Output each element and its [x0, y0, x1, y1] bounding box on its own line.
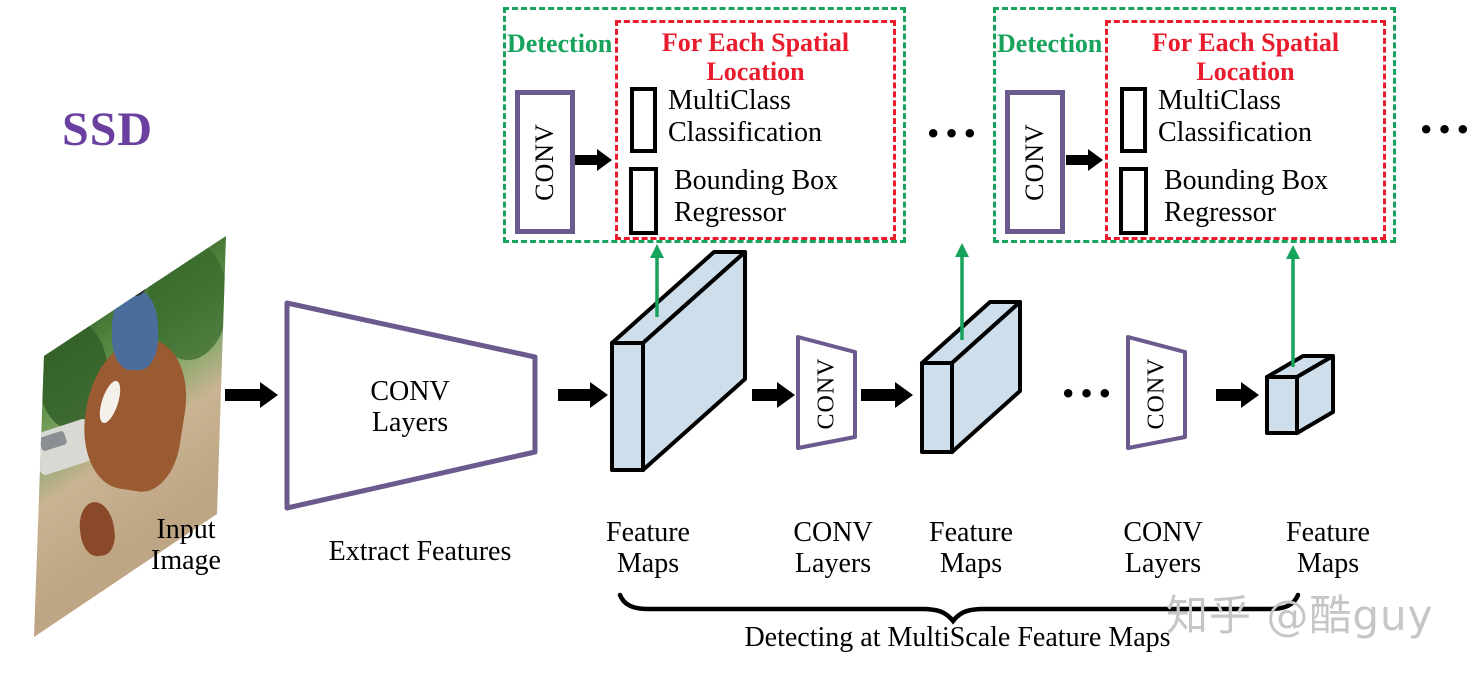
green-arrow-fm2-to-detection	[955, 243, 969, 340]
input-image-label: Input Image	[130, 514, 242, 576]
detection-label: Detection	[997, 29, 1103, 58]
spatial-title-line1: For Each Spatial	[1151, 28, 1340, 57]
arrow-conv1-to-fm2	[861, 382, 913, 408]
spatial-title: For Each Spatial Location	[618, 28, 893, 86]
bbox-anchor-rect	[629, 167, 658, 235]
watermark: 知乎 @酷guy	[1166, 591, 1434, 640]
bbox-line2: Regressor	[1164, 197, 1276, 228]
multiclass-line1: MultiClass	[1158, 85, 1281, 116]
conv-trapezoid-2	[1126, 335, 1187, 450]
detection-conv-label: CONV	[1020, 123, 1050, 201]
input-image-label-line2: Image	[151, 545, 221, 576]
feature-map-slab-3	[1265, 354, 1335, 435]
bbox-line2: Regressor	[674, 197, 786, 228]
multiclass-label: MultiClass Classification	[1158, 85, 1312, 149]
bbox-label: Bounding Box Regressor	[1164, 165, 1328, 229]
arrow-conv2-to-fm3	[1216, 382, 1259, 408]
feature-maps-label-3: Feature Maps	[1286, 517, 1370, 579]
ellipsis-after-panel-2: •••	[1418, 116, 1474, 144]
bbox-line1: Bounding Box	[1164, 165, 1329, 196]
detection-conv-label: CONV	[530, 123, 560, 201]
detection-panel-1: Detection CONV For Each Spatial Location…	[503, 7, 906, 243]
conv-layers-label-2: CONV Layers	[1123, 517, 1203, 579]
detection-conv-block: CONV	[1005, 90, 1065, 234]
ellipsis-between-panels: •••	[925, 120, 981, 148]
spatial-title-line2: Location	[1196, 57, 1295, 86]
feature-map-slab-2	[920, 300, 1022, 454]
multiclass-line2: Classification	[1158, 117, 1312, 148]
bbox-label: Bounding Box Regressor	[674, 165, 838, 229]
backbone-conv-line1: CONV	[370, 376, 450, 407]
spatial-title-line2: Location	[706, 57, 805, 86]
detection-conv-block: CONV	[515, 90, 575, 234]
spatial-title-line1: For Each Spatial	[661, 28, 850, 57]
multiclass-line2: Classification	[668, 117, 822, 148]
green-arrow-fm3-to-detection	[1286, 245, 1300, 367]
arrow-backbone-to-fm1	[558, 382, 608, 408]
extract-features-caption: Extract Features	[328, 536, 512, 567]
conv-layers-trapezoid	[284, 300, 538, 511]
multiscale-brace	[617, 592, 1301, 625]
multiclass-label: MultiClass Classification	[668, 85, 822, 149]
conv-trapezoid-2-label: CONV	[1143, 356, 1170, 430]
diagram-title: SSD	[62, 103, 154, 156]
conv-trapezoid-1-label: CONV	[813, 356, 840, 430]
detection-label: Detection	[507, 29, 613, 58]
feature-maps-label-2: Feature Maps	[929, 517, 1013, 579]
ellipsis-mid-flow: •••	[1060, 380, 1116, 408]
spatial-location-box: For Each Spatial Location MultiClass Cla…	[615, 20, 896, 240]
spatial-title: For Each Spatial Location	[1108, 28, 1383, 86]
conv-layers-label-1: CONV Layers	[793, 517, 873, 579]
green-arrow-fm1-to-detection	[650, 244, 664, 317]
detection-panel-2: Detection CONV For Each Spatial Location…	[993, 7, 1396, 243]
arrow-input-to-backbone	[225, 382, 278, 408]
multiclass-anchor-rect	[1120, 87, 1147, 153]
feature-maps-label-1: Feature Maps	[606, 517, 690, 579]
arrow-fm1-to-conv1	[752, 382, 795, 408]
input-image-label-line1: Input	[156, 514, 216, 545]
backbone-conv-layers-label: CONV Layers	[330, 376, 490, 438]
spatial-location-box: For Each Spatial Location MultiClass Cla…	[1105, 20, 1386, 240]
conv-trapezoid-1	[796, 335, 857, 450]
arrow-detection-conv-2	[1066, 149, 1103, 171]
feature-map-slab-1	[610, 250, 747, 472]
multiclass-anchor-rect	[630, 87, 657, 153]
bbox-anchor-rect	[1119, 167, 1148, 235]
multiscale-caption: Detecting at MultiScale Feature Maps	[744, 622, 1171, 653]
backbone-conv-line2: Layers	[371, 407, 449, 438]
bbox-line1: Bounding Box	[674, 165, 839, 196]
arrow-detection-conv-1	[575, 149, 612, 171]
multiclass-line1: MultiClass	[668, 85, 791, 116]
